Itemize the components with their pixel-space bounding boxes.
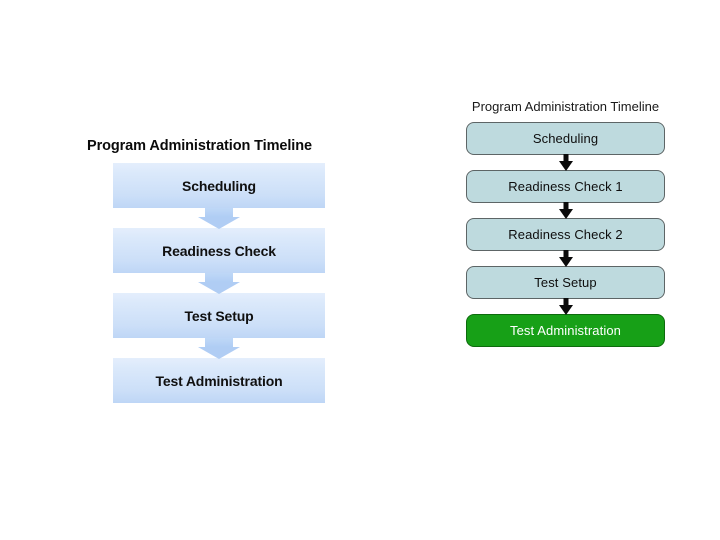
arrow-shaft: [563, 250, 568, 259]
left-flowchart-steps: Scheduling Readiness Check Test Setup: [113, 163, 325, 403]
flow-step-label: Test Administration: [155, 372, 283, 389]
arrow-head: [558, 257, 573, 267]
flow-step-scheduling[interactable]: Scheduling: [466, 122, 665, 155]
arrow-head: [558, 305, 573, 315]
arrow-head: [198, 282, 240, 294]
flow-step-readiness-check-2[interactable]: Readiness Check 2: [466, 218, 665, 251]
flow-step-test-administration[interactable]: Test Administration: [113, 358, 325, 403]
left-flowchart: Program Administration Timeline Scheduli…: [83, 138, 343, 403]
flow-step-label: Readiness Check 1: [508, 179, 623, 194]
arrow-shaft: [205, 338, 233, 348]
down-arrow-icon: [466, 202, 665, 219]
right-flowchart: Program Administration Timeline Scheduli…: [458, 99, 673, 347]
flow-step-label: Scheduling: [182, 177, 256, 194]
flow-step-test-setup[interactable]: Test Setup: [466, 266, 665, 299]
flow-step-test-setup[interactable]: Test Setup: [113, 293, 325, 338]
arrow-shaft: [563, 202, 568, 211]
down-arrow-icon: [113, 338, 325, 359]
arrow-shaft: [205, 208, 233, 218]
flow-step-readiness-check[interactable]: Readiness Check: [113, 228, 325, 273]
flow-step-label: Scheduling: [532, 131, 599, 146]
right-flowchart-steps: Scheduling Readiness Check 1 Readiness C…: [466, 122, 665, 347]
flow-step-readiness-check-1[interactable]: Readiness Check 1: [466, 170, 665, 203]
flow-step-label: Test Administration: [509, 323, 621, 338]
flow-step-label: Readiness Check 2: [508, 227, 623, 242]
flow-step-label: Test Setup: [184, 307, 254, 324]
down-arrow-icon: [113, 208, 325, 229]
flow-step-scheduling[interactable]: Scheduling: [113, 163, 325, 208]
down-arrow-icon: [466, 298, 665, 315]
down-arrow-icon: [466, 154, 665, 171]
down-arrow-icon: [466, 250, 665, 267]
left-flowchart-title: Program Administration Timeline: [87, 138, 312, 154]
arrow-head: [198, 347, 240, 359]
arrow-head: [198, 217, 240, 229]
arrow-shaft: [563, 154, 568, 163]
arrow-shaft: [563, 298, 568, 307]
down-arrow-icon: [113, 273, 325, 294]
arrow-head: [558, 161, 573, 171]
right-flowchart-title: Program Administration Timeline: [471, 99, 660, 114]
flow-step-label: Test Setup: [534, 275, 597, 290]
arrow-head: [558, 209, 573, 219]
flow-step-test-administration[interactable]: Test Administration: [466, 314, 665, 347]
flow-step-label: Readiness Check: [162, 242, 276, 259]
arrow-shaft: [205, 273, 233, 283]
